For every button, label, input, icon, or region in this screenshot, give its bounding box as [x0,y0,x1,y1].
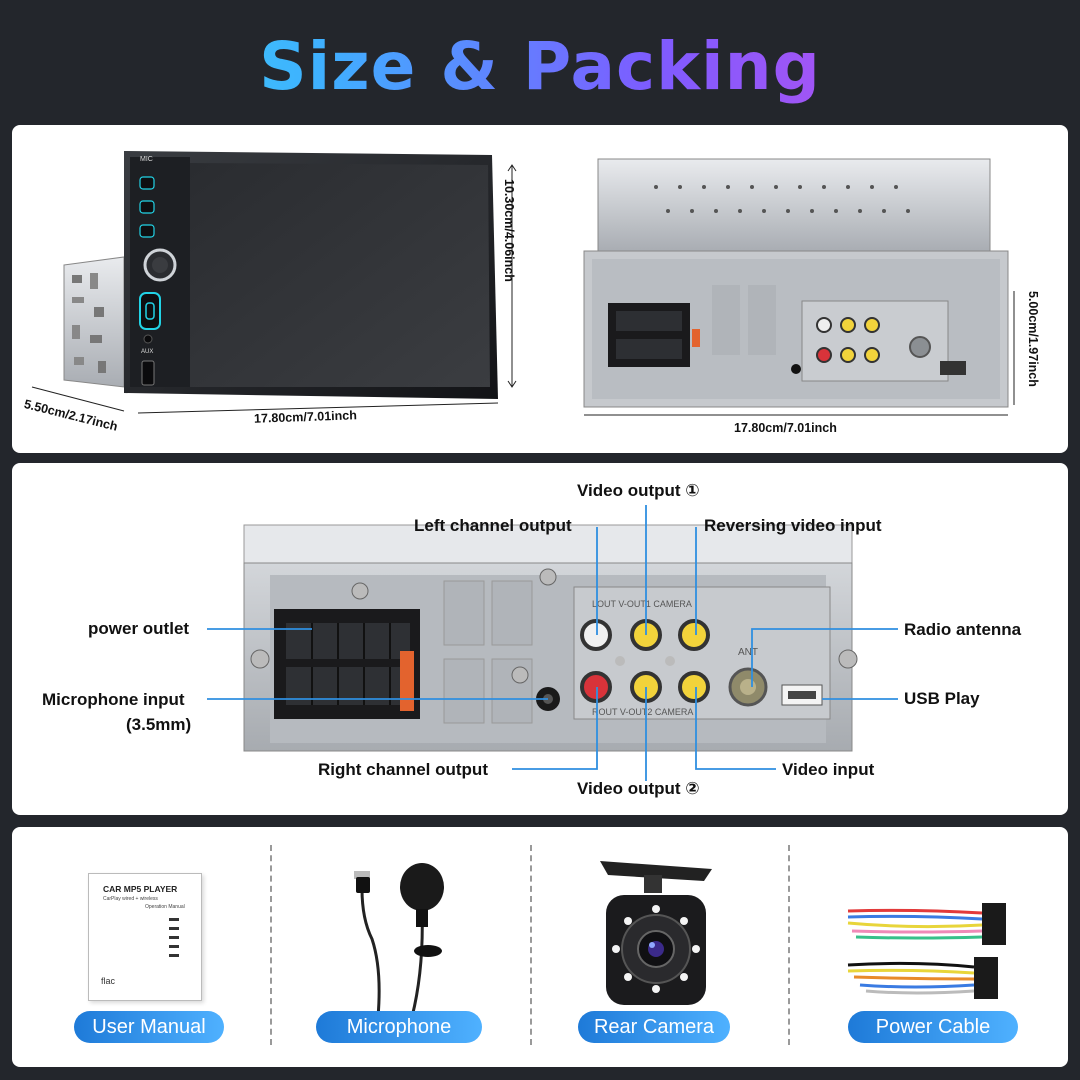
manual-subtitle: CarPlay wired + wireless [103,896,158,902]
power-outlet-label: power outlet [88,619,190,638]
camera-icon [600,861,712,1005]
cable-icon [847,903,1006,999]
video-output-1-label: Video output ① [577,481,700,500]
rear-width-dimension: 17.80cm/7.01inch [734,421,837,435]
divider [270,845,272,1045]
rear-height-dimension: 5.00cm/1.97inch [1026,291,1040,387]
callout-lines [207,505,898,781]
rear-camera-label: Rear Camera [578,1011,730,1043]
package-panel: CAR MP5 PLAYER CarPlay wired + wireless … [12,827,1068,1067]
ant-print: ANT [738,647,758,658]
radio-antenna-label: Radio antenna [904,620,1022,639]
rear-dimension-lines [584,291,1015,416]
microphone-input-label: Microphone input [42,690,185,709]
user-manual-label: User Manual [74,1011,224,1043]
divider [788,845,790,1045]
video-input-label: Video input [782,760,875,779]
manual-icon: CAR MP5 PLAYER CarPlay wired + wireless … [88,873,202,1001]
rear-print-bottom: ROUT V-OUT2 CAMERA [592,707,693,717]
aux-print: AUX [141,349,153,355]
mic-print: MIC [140,156,153,163]
front-height-dimension: 10.30cm/4.06inch [502,179,516,282]
microphone-input-size-label: (3.5mm) [126,715,192,734]
reversing-video-input-label: Reversing video input [704,516,882,535]
front-unit-chassis [63,256,125,388]
left-channel-output-label: Left channel output [414,516,572,535]
divider [530,845,532,1045]
microphone-label: Microphone [316,1011,482,1043]
rear-panel-illustration: LOUT V-OUT1 CAMERA ROUT V-OUT2 CAMERA AN… [207,505,898,781]
power-cable-label: Power Cable [848,1011,1018,1043]
rear-vent-holes [654,185,910,213]
video-output-2-label: Video output ② [577,779,700,798]
manual-section: Operation Manual [145,904,185,910]
microphone-icon [354,863,444,1017]
ports-panel: LOUT V-OUT1 CAMERA ROUT V-OUT2 CAMERA AN… [12,463,1068,815]
usb-play-label: USB Play [904,689,980,708]
rear-print-top: LOUT V-OUT1 CAMERA [592,599,692,609]
right-channel-output-label: Right channel output [318,760,488,779]
manual-logo: flac [101,976,116,986]
dimensions-panel: MIC AUX [12,125,1068,453]
front-unit-face [124,151,498,399]
manual-title: CAR MP5 PLAYER [103,884,178,894]
front-dimension-lines [31,164,517,414]
rear-unit [583,158,1009,408]
dimensions-illustration: MIC AUX [31,151,1015,416]
page-title: Size & Packing [0,22,1080,112]
